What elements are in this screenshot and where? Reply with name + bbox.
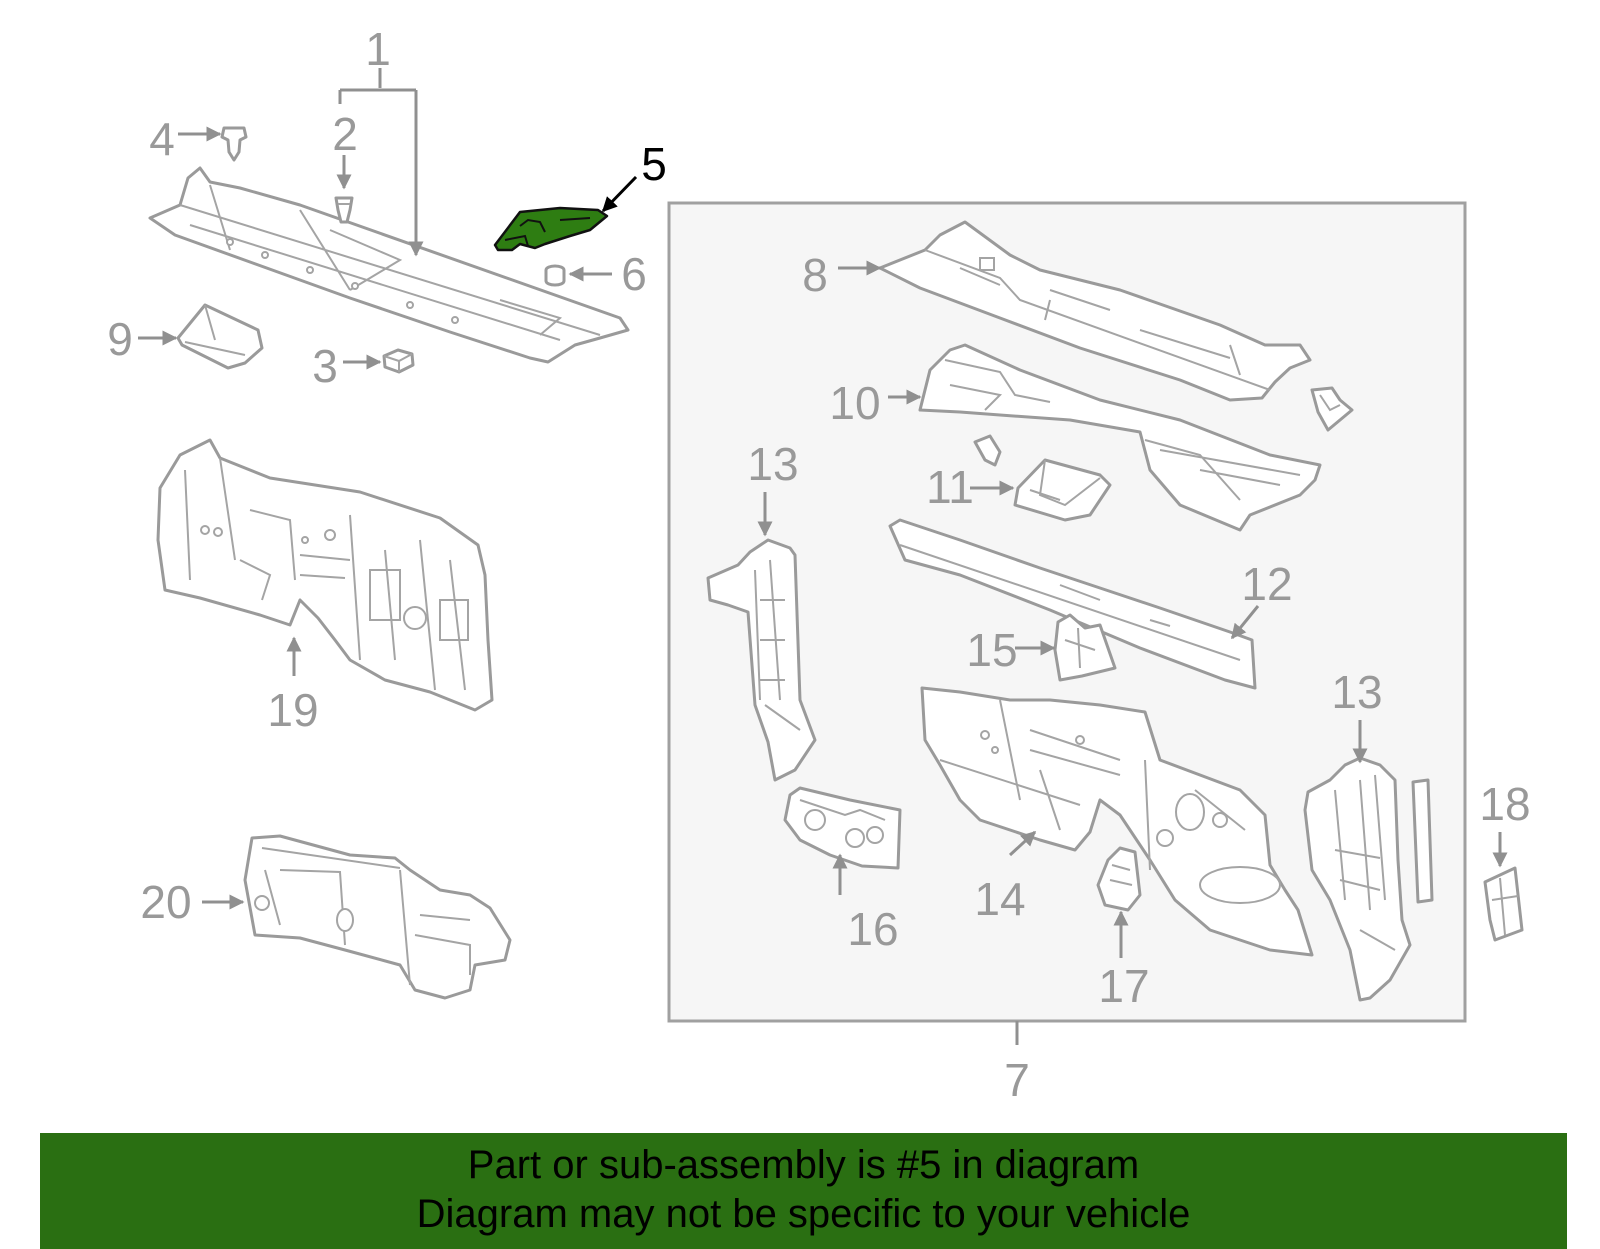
part-17-bracket[interactable] — [1096, 846, 1142, 958]
banner-line-disclaimer: Diagram may not be specific to your vehi… — [416, 1192, 1191, 1236]
part-2-clip[interactable] — [334, 196, 354, 224]
callout-5: 5 — [641, 138, 667, 190]
part-16-bracket[interactable] — [783, 786, 902, 895]
callout-16: 16 — [847, 903, 898, 955]
part-4-push-pin[interactable] — [178, 126, 248, 162]
part-12-cross-bar[interactable] — [888, 518, 1260, 690]
callout-8: 8 — [802, 249, 828, 301]
callout-9: 9 — [107, 313, 133, 365]
callout-7: 7 — [1004, 1054, 1030, 1106]
part-18-bracket[interactable] — [1483, 832, 1524, 942]
callout-10: 10 — [829, 377, 880, 429]
callout-11: 11 — [926, 461, 974, 513]
callout-6: 6 — [621, 248, 647, 300]
part-1-cowl-panel[interactable] — [148, 166, 630, 364]
part-9-panel[interactable] — [138, 303, 264, 370]
callout-2: 2 — [332, 108, 358, 160]
callout-13-left: 13 — [747, 438, 798, 490]
part-20-insulator[interactable] — [202, 834, 512, 1000]
part-5-highlighted[interactable] — [493, 175, 638, 252]
part-3-nut[interactable] — [343, 348, 415, 374]
callout-3: 3 — [312, 340, 338, 392]
part-14-dash-panel[interactable] — [920, 686, 1314, 957]
callout-1: 1 — [365, 23, 391, 75]
part-11-cover[interactable] — [970, 434, 1112, 522]
part-6-grommet[interactable] — [544, 264, 612, 287]
callout-20: 20 — [140, 876, 191, 928]
part-8-bracket[interactable] — [1310, 386, 1354, 432]
bracket-lines-1-2 — [336, 68, 424, 257]
callout-12: 12 — [1241, 558, 1292, 610]
callout-17: 17 — [1098, 960, 1149, 1012]
part-13-left-pillar[interactable] — [706, 492, 817, 782]
banner-line-part: Part or sub-assembly is #5 in diagram — [467, 1143, 1140, 1187]
callout-18: 18 — [1479, 778, 1530, 830]
part-8-cowl-upper[interactable] — [838, 220, 1312, 402]
callout-14: 14 — [974, 873, 1025, 925]
part-19-dash-panel[interactable] — [156, 438, 494, 712]
part-10-plenum[interactable] — [888, 343, 1322, 532]
part-15-bracket[interactable] — [1015, 613, 1117, 682]
callout-13-right: 13 — [1331, 666, 1382, 718]
info-banner: Part or sub-assembly is #5 in diagram Di… — [40, 1133, 1567, 1249]
callout-4: 4 — [149, 113, 175, 165]
callout-15: 15 — [966, 624, 1017, 676]
callout-19: 19 — [267, 684, 318, 736]
part-13-right-pillar[interactable] — [1303, 720, 1434, 1002]
parts-diagram: 1 2 3 4 5 6 7 8 9 10 11 12 13 13 14 15 1… — [107, 23, 1530, 1106]
